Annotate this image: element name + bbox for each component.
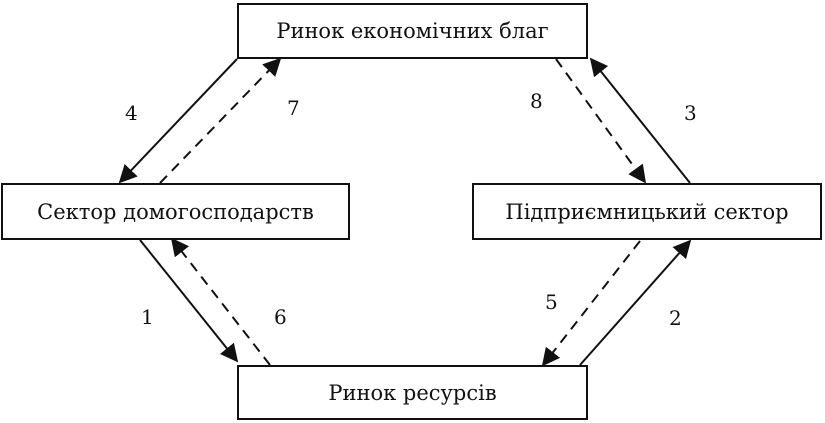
flow-arrow-2: [579, 239, 692, 366]
flow-arrow-1: [139, 239, 239, 363]
resource-market-label: Ринок ресурсів: [328, 380, 497, 405]
flow-number-3: 3: [684, 101, 697, 125]
goods-market-box: Ринок економічних благ: [237, 3, 588, 59]
flow-number-5: 5: [545, 290, 558, 314]
resource-market-box: Ринок ресурсів: [237, 365, 588, 420]
flow-arrow-7: [159, 57, 282, 184]
flow-number-8: 8: [530, 89, 543, 113]
flow-arrow-3: [589, 57, 691, 184]
goods-market-label: Ринок економічних благ: [276, 19, 549, 43]
flow-number-4: 4: [125, 101, 138, 125]
flow-arrow-6: [170, 237, 271, 366]
flow-arrow-8: [555, 58, 647, 184]
flow-arrow-5: [541, 240, 641, 367]
flow-number-2: 2: [669, 306, 682, 330]
flow-number-6: 6: [274, 305, 287, 329]
flow-number-1: 1: [141, 305, 154, 329]
business-sector-label: Підприємницький сектор: [505, 199, 789, 224]
households-sector-box: Сектор домогосподарств: [1, 183, 350, 240]
flow-number-7: 7: [287, 96, 300, 120]
flow-arrow-4: [118, 58, 238, 184]
households-sector-label: Сектор домогосподарств: [37, 199, 314, 224]
business-sector-box: Підприємницький сектор: [472, 183, 822, 240]
